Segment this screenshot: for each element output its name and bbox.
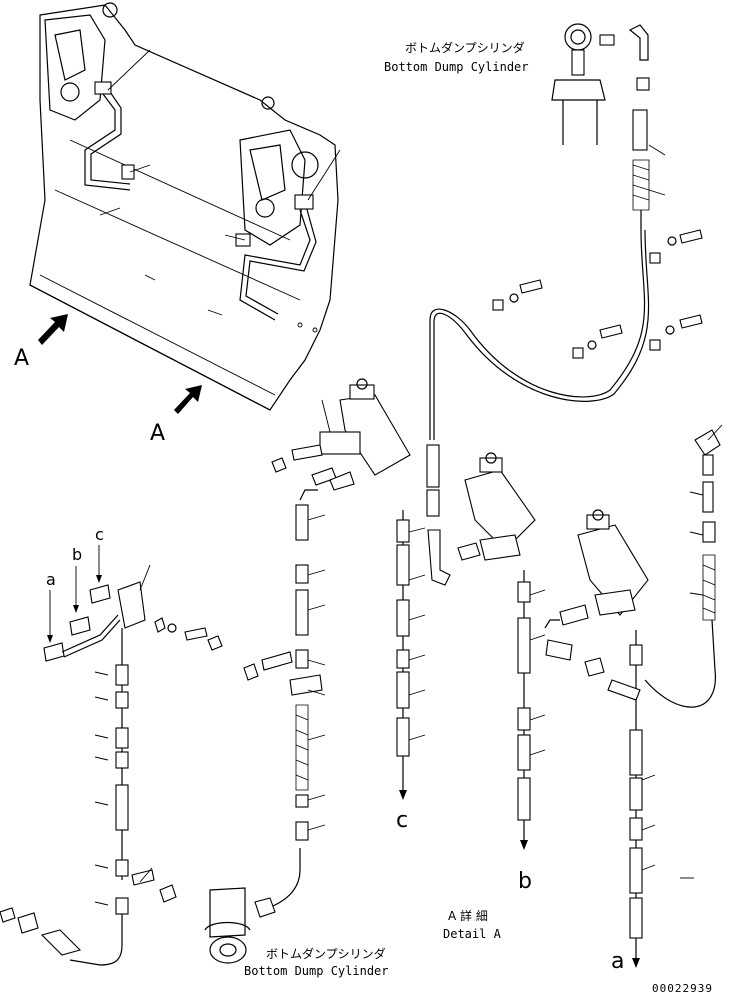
- view-arrow-bottom: A: [150, 385, 202, 446]
- valve-block-center: [271, 378, 411, 491]
- ref-label-a-end: a: [611, 949, 624, 974]
- valve-block-a: [544, 509, 649, 677]
- down-arrow-icon: [96, 575, 102, 583]
- detail-jp-label: A 詳 細: [448, 908, 488, 923]
- ref-label-b-end: b: [518, 869, 532, 894]
- view-label-a-bottom: A: [150, 421, 165, 446]
- detail-a-caption: A 詳 細 Detail A: [443, 908, 502, 941]
- line-b: b: [517, 570, 546, 894]
- hose-assembly-top-right: [429, 24, 703, 440]
- ref-label-a-top: a: [46, 570, 56, 589]
- cylinder-bottom-jp-label: ボトムダンプシリンダ: [266, 946, 386, 961]
- hose-assembly-right: [689, 424, 723, 621]
- line-a: a: [607, 619, 716, 974]
- cylinder-bottom-en-label: Bottom Dump Cylinder: [244, 964, 389, 978]
- cylinder-top-en-label: Bottom Dump Cylinder: [384, 60, 529, 74]
- down-arrow-icon: [73, 605, 79, 613]
- detail-left: c b a: [0, 525, 223, 966]
- filled-arrow-icon: [174, 385, 202, 414]
- ref-label-c-top: c: [95, 525, 104, 544]
- cylinder-top-jp-label: ボトムダンプシリンダ: [405, 40, 525, 55]
- cylinder-bottom: ボトムダンプシリンダ Bottom Dump Cylinder: [204, 887, 389, 978]
- drawing-number: 00022939: [652, 982, 713, 995]
- hose-assembly-center-left: [243, 489, 326, 918]
- view-label-a-left: A: [14, 346, 29, 371]
- valve-block-b: [426, 444, 536, 586]
- down-arrow-icon: [47, 635, 53, 643]
- bucket-assembly: [29, 2, 341, 411]
- view-arrow-left: A: [14, 314, 68, 371]
- ref-label-b-top: b: [72, 545, 82, 564]
- line-c: c: [396, 510, 426, 833]
- down-arrow-icon: [399, 790, 407, 800]
- cylinder-top: ボトムダンプシリンダ Bottom Dump Cylinder: [384, 23, 606, 145]
- down-arrow-icon: [520, 840, 528, 850]
- down-arrow-icon: [632, 958, 640, 968]
- detail-en-label: Detail A: [443, 927, 502, 941]
- filled-arrow-icon: [38, 314, 68, 345]
- ref-label-c-end: c: [396, 808, 408, 833]
